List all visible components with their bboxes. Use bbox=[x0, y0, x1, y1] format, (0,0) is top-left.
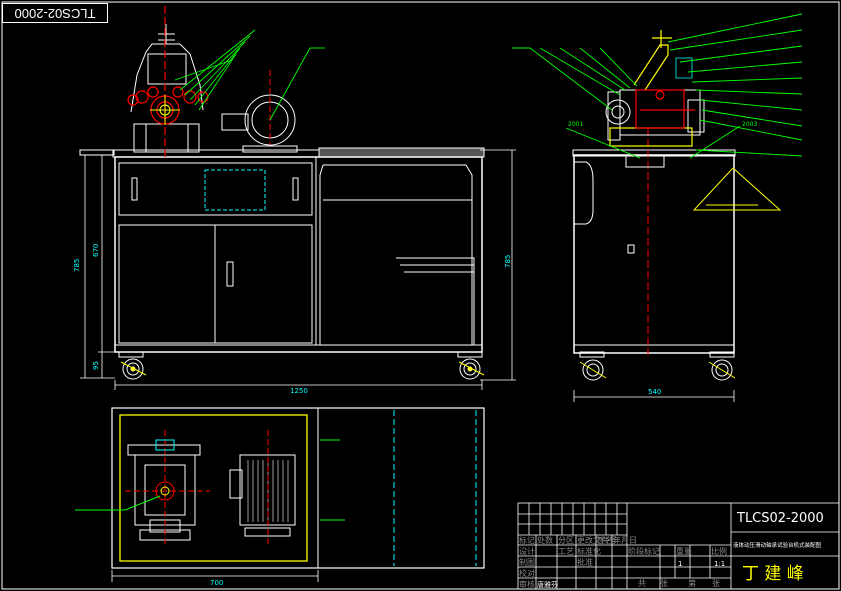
tb-page: 第 bbox=[688, 578, 696, 588]
tb-sheet: 张 bbox=[660, 579, 668, 588]
tb-draw: 制图 bbox=[519, 557, 535, 567]
tb-check: 校对 bbox=[519, 568, 535, 578]
callout-2001: 2001 bbox=[568, 121, 583, 128]
tb-approve: 批准 bbox=[577, 557, 593, 567]
title-drawing-number: TLCS02-2000 bbox=[736, 511, 824, 526]
title-name: 液体动压滑动轴承试验台机式装配图 bbox=[733, 541, 822, 549]
tb-stage: 阶段标记 bbox=[628, 546, 660, 556]
tb-weight: 重量 bbox=[676, 546, 692, 556]
title-designer-name: 丁 建 峰 bbox=[742, 564, 804, 584]
front-view: 785 670 95 1250 785 bbox=[73, 6, 516, 395]
dim-width-plan: 700 bbox=[210, 579, 223, 587]
tb-ratio: 比例 bbox=[711, 546, 727, 556]
tb-label-3: 更改文件号 bbox=[577, 535, 617, 545]
title-block-text: TLCS02-2000 液体动压滑动轴承试验台机式装配图 丁 建 峰 1 1:1… bbox=[519, 511, 824, 589]
tb-label-2: 分区 bbox=[558, 536, 574, 545]
tb-standard: 标准化 bbox=[577, 546, 601, 556]
tb-process: 工艺 bbox=[558, 547, 574, 556]
tb-label-0: 标记 bbox=[519, 535, 535, 545]
tb-total: 共 bbox=[638, 579, 646, 588]
callout-2003: 2003 bbox=[742, 121, 757, 128]
dim-total-height: 785 bbox=[73, 259, 81, 272]
tb-design: 设计 bbox=[519, 546, 535, 556]
tb-label-4: 签名 bbox=[597, 535, 613, 545]
dim-width-front: 1250 bbox=[290, 387, 308, 395]
tb-page-unit: 张 bbox=[712, 579, 720, 588]
dim-body-height: 670 bbox=[92, 244, 100, 257]
title-scale: 1:1 bbox=[714, 560, 725, 568]
tb-label-5: 年月日 bbox=[613, 535, 637, 545]
plan-view: 700 bbox=[75, 407, 485, 587]
dim-width-side: 540 bbox=[648, 388, 661, 396]
tb-review: 审核 bbox=[519, 579, 535, 589]
tb-label-1: 处数 bbox=[537, 535, 553, 545]
title-sheet-qty: 1 bbox=[678, 560, 682, 568]
title-block bbox=[517, 502, 840, 590]
dim-height-right: 785 bbox=[504, 255, 512, 268]
dim-wheel-height: 95 bbox=[92, 361, 100, 370]
tb-reviewer: 唐雅芬 bbox=[537, 580, 558, 589]
side-view: 2001 2003 540 bbox=[512, 13, 803, 402]
